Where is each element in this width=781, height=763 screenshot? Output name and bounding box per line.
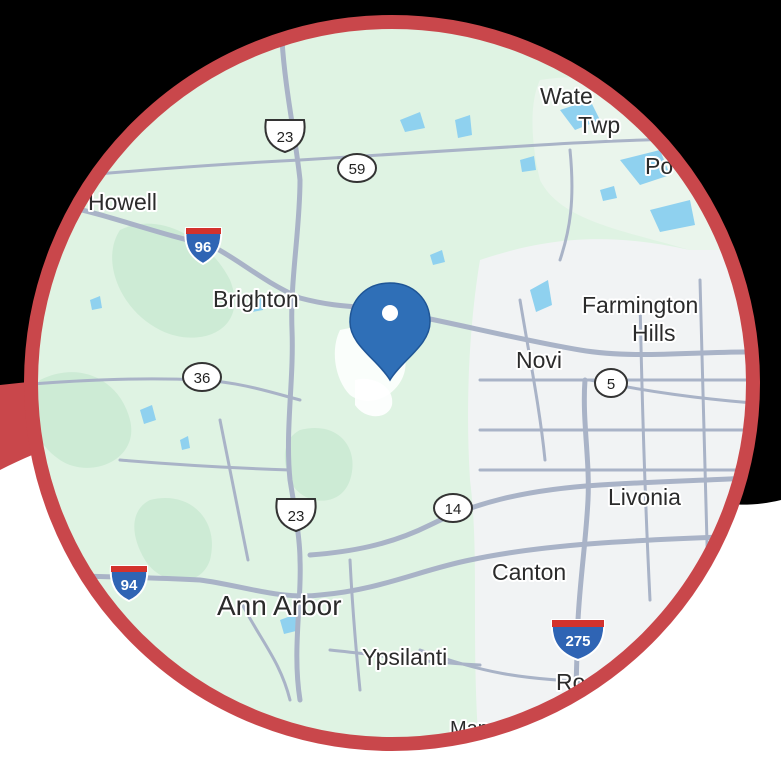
us-route-23-north-shield: 23 — [264, 119, 306, 154]
state-route-36-shield: 36 — [182, 362, 222, 392]
map-frame-ring — [24, 15, 760, 751]
road-m14 — [307, 472, 750, 558]
interstate-275-shield: 275 — [550, 619, 606, 662]
place-label-livonia: Livonia — [608, 484, 681, 510]
road-us23 — [279, 37, 303, 703]
svg-text:275: 275 — [565, 633, 590, 650]
svg-text:5: 5 — [607, 376, 615, 393]
us-route-23-south-shield: 23 — [275, 498, 317, 533]
place-label-ann-arbor: Ann Arbor — [217, 590, 342, 621]
svg-text:14: 14 — [445, 501, 462, 518]
svg-text:23: 23 — [288, 508, 305, 525]
place-label-brighton: Brighton — [213, 286, 299, 312]
place-label-waterford-twp: Twp — [578, 112, 620, 138]
state-route-14-shield: 14 — [433, 493, 473, 523]
svg-text:59: 59 — [349, 161, 366, 178]
svg-text:23: 23 — [277, 129, 294, 146]
state-route-59-shield: 59 — [337, 153, 377, 183]
map-pin-icon[interactable] — [349, 282, 431, 382]
place-label-novi: Novi — [516, 347, 562, 373]
place-label-howell: Howell — [88, 189, 157, 215]
place-label-waterford: Wate — [540, 83, 593, 109]
interstate-94-shield: 94 — [109, 565, 149, 603]
interstate-96-shield: 96 — [184, 227, 223, 266]
svg-text:96: 96 — [195, 239, 212, 256]
svg-text:94: 94 — [121, 577, 138, 594]
water-bodies — [90, 100, 695, 634]
place-label-ypsilanti: Ypsilanti — [362, 644, 447, 670]
forest-patches — [34, 223, 353, 581]
place-label-canton: Canton — [492, 559, 566, 585]
svg-text:36: 36 — [194, 370, 211, 387]
place-label-farmington: Farmington — [582, 292, 698, 318]
state-route-5-shield: 5 — [594, 368, 628, 398]
place-label-farmington-hills: Hills — [632, 320, 675, 346]
